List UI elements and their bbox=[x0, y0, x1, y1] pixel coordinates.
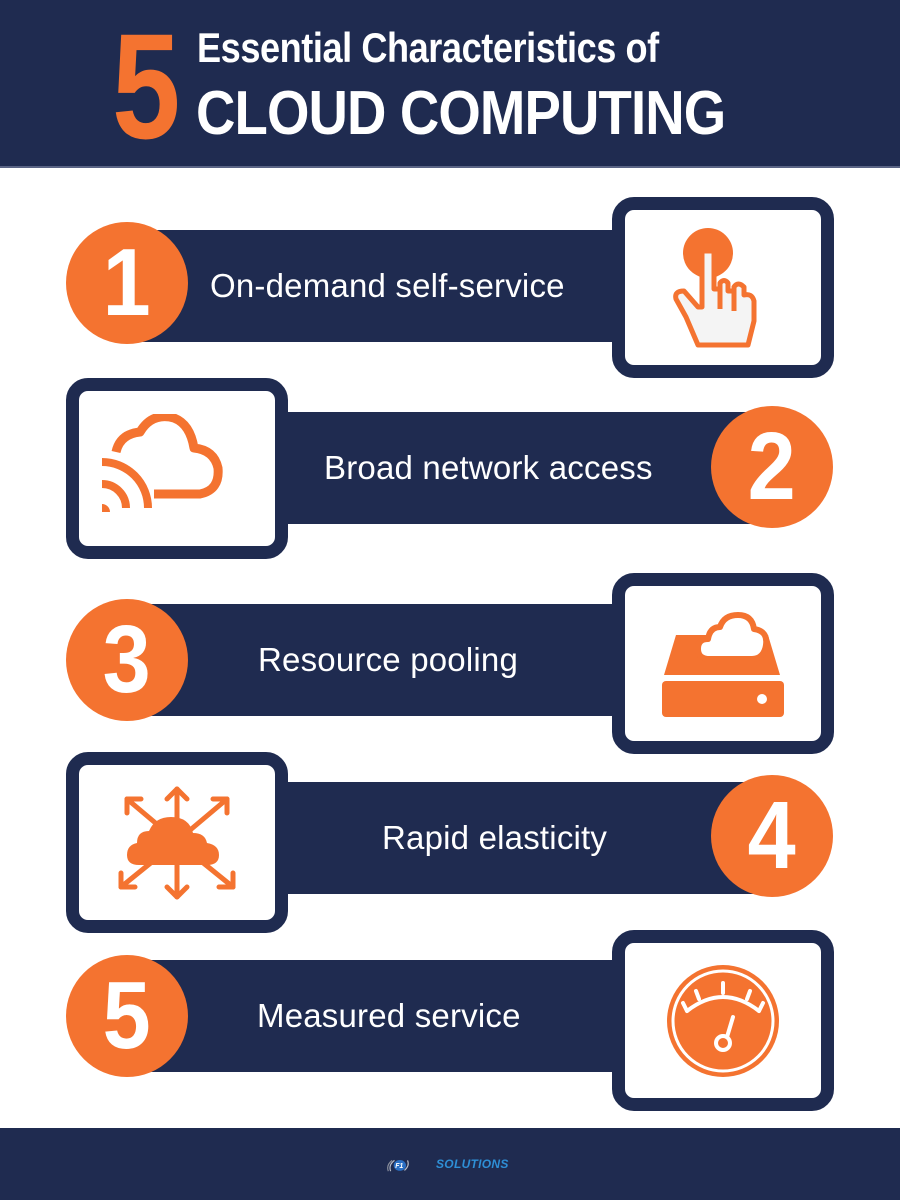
item-icon-box-1 bbox=[612, 197, 834, 378]
svg-text:F1: F1 bbox=[395, 1163, 403, 1170]
footer-bar bbox=[0, 1128, 900, 1200]
item-number-badge-2: 2 bbox=[711, 406, 833, 528]
item-icon-box-5 bbox=[612, 930, 834, 1111]
title-line-2: CLOUD COMPUTING bbox=[196, 79, 726, 148]
f1-solutions-logo-icon: F1 bbox=[387, 1159, 409, 1172]
item-label-1: On-demand self-service bbox=[210, 267, 565, 304]
gauge-meter-icon bbox=[667, 964, 779, 1077]
title-line-1: Essential Characteristics of bbox=[197, 24, 659, 71]
item-label-5: Measured service bbox=[257, 997, 521, 1034]
item-number-badge-1: 1 bbox=[66, 222, 188, 344]
item-label-3: Resource pooling bbox=[258, 641, 519, 678]
cloud-wifi-icon bbox=[102, 413, 223, 512]
item-band-1: On-demand self-service bbox=[130, 230, 620, 342]
cloud-storage-icon bbox=[662, 611, 784, 717]
item-number-4: 4 bbox=[747, 782, 797, 889]
item-number-badge-4: 4 bbox=[711, 775, 833, 897]
item-label-4: Rapid elasticity bbox=[382, 819, 608, 856]
item-number-1: 1 bbox=[102, 229, 152, 336]
item-icon-box-4 bbox=[66, 752, 288, 933]
item-number-badge-5: 5 bbox=[66, 955, 188, 1077]
logo-text: SOLUTIONS bbox=[436, 1157, 509, 1171]
header-banner: 5 Essential Characteristics of CLOUD COM… bbox=[0, 0, 900, 168]
item-icon-box-2 bbox=[66, 378, 288, 559]
item-band-3: Resource pooling bbox=[130, 604, 620, 716]
item-number-3: 3 bbox=[102, 606, 152, 713]
item-band-5: Measured service bbox=[130, 960, 620, 1072]
item-number-2: 2 bbox=[747, 413, 797, 520]
item-number-badge-3: 3 bbox=[66, 599, 188, 721]
cloud-expand-arrows-icon bbox=[118, 786, 236, 899]
item-band-2: Broad network access bbox=[280, 412, 770, 524]
item-number-5: 5 bbox=[102, 962, 152, 1069]
header-number: 5 bbox=[112, 2, 180, 170]
hand-pointer-icon bbox=[673, 227, 757, 347]
item-band-4: Rapid elasticity bbox=[280, 782, 770, 894]
item-icon-box-3 bbox=[612, 573, 834, 754]
item-label-2: Broad network access bbox=[324, 449, 653, 486]
